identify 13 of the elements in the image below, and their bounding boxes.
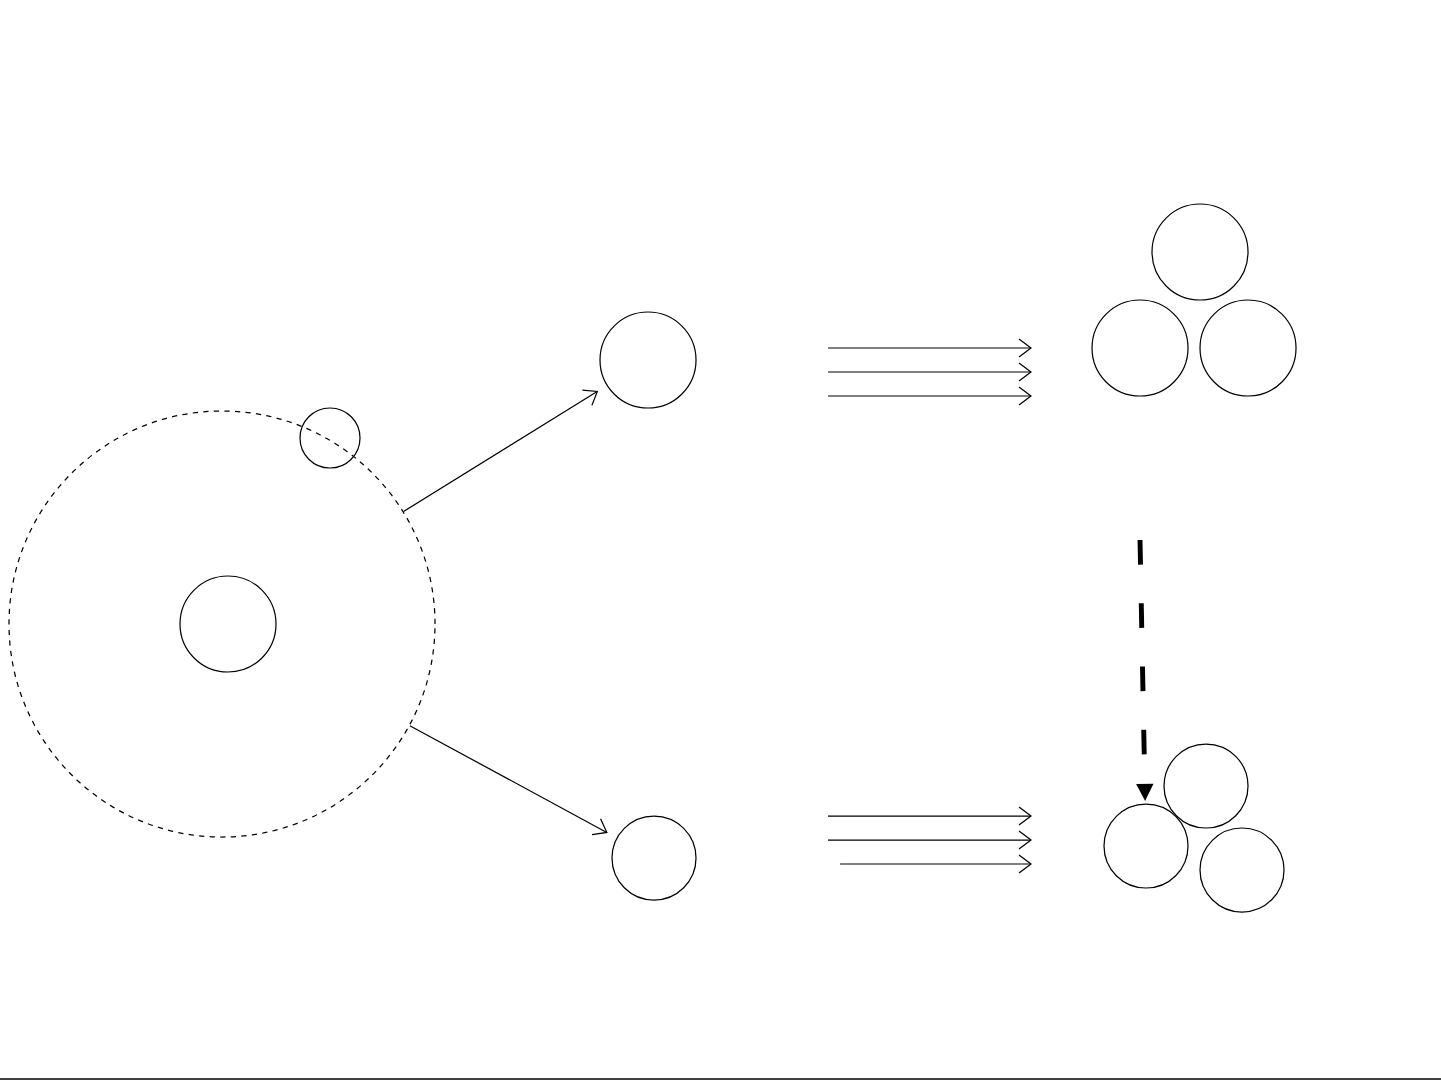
circle xyxy=(1151,203,1249,301)
electron-circle xyxy=(299,407,361,469)
circle xyxy=(1199,299,1297,397)
circle xyxy=(611,815,697,901)
nucleus-circle xyxy=(179,575,277,673)
circle xyxy=(1103,803,1189,889)
circle xyxy=(1091,299,1189,397)
orbit-circle xyxy=(8,410,436,838)
arrow xyxy=(409,725,608,836)
circle xyxy=(1163,743,1249,829)
circle xyxy=(1199,827,1285,913)
arrow xyxy=(402,389,599,513)
circle xyxy=(599,311,697,409)
